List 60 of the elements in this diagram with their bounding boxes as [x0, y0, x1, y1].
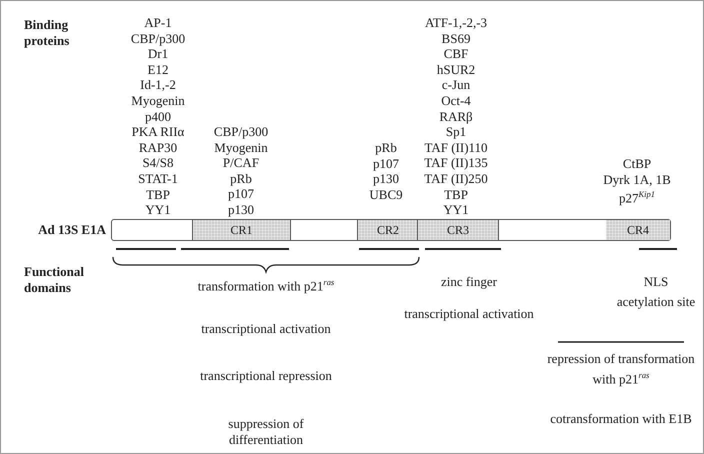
protein-name: c-Jun [442, 77, 470, 93]
protein-name: RARβ [439, 108, 473, 124]
domain-function: suppression of differentiation [227, 416, 305, 448]
protein-name: TAF (II)250 [424, 170, 488, 187]
protein-name: p107 [228, 186, 254, 202]
protein-name: CBP/p300 [130, 30, 186, 46]
region-name: CR2 [376, 222, 399, 238]
protein-name: Dyrk 1A, 1B [603, 172, 671, 188]
conserved-region [417, 220, 499, 240]
protein-name: p107 [373, 156, 399, 172]
domain-function: transcriptional activation [200, 321, 332, 337]
conserved-region [357, 220, 419, 240]
protein-name: YY1 [145, 202, 171, 218]
protein-name: pRb [375, 140, 397, 156]
region-name: CR3 [446, 222, 469, 238]
protein-name: p27$^{Kip1}$ [619, 188, 655, 206]
protein-name: S4/S8 [142, 155, 174, 171]
protein-name: Oct-4 [441, 92, 471, 109]
protein-label: Ad 13S E1A [38, 222, 106, 238]
protein-name: Sp1 [446, 124, 466, 140]
protein-name: Myogenin [131, 92, 185, 109]
protein-name: hSUR2 [436, 62, 476, 78]
protein-name: YY1 [443, 202, 469, 218]
protein-name: Id-1,-2 [140, 77, 176, 93]
protein-name: pRb [230, 170, 252, 186]
region-name: CR4 [626, 222, 649, 238]
protein-name: CtBP [622, 156, 652, 172]
protein-name: CBF [444, 46, 468, 62]
protein-name: CBP/p300 [214, 124, 268, 140]
protein-name: E12 [148, 62, 168, 78]
domain-function: transcriptional repression [199, 368, 333, 384]
protein-name: Dr1 [148, 46, 168, 62]
protein-name: BS69 [442, 30, 470, 46]
domain-function: repression of transformation with p21$^{ras}$ [546, 351, 696, 388]
region-name: CR1 [230, 222, 252, 238]
conserved-region [192, 220, 291, 240]
protein-name: TBP [444, 186, 468, 202]
protein-name: TAF (II)135 [424, 155, 488, 171]
protein-name: p130 [373, 171, 399, 187]
protein-name: P/CAF [222, 155, 260, 171]
domain-function: acetylation site [616, 294, 696, 310]
domain-function: NLS [642, 274, 670, 290]
domain-function: cotransformation with E1B [549, 411, 693, 427]
protein-name: RAP30 [138, 140, 178, 156]
protein-name: Myogenin [214, 140, 268, 156]
domain-function: transcriptional activation [403, 306, 535, 322]
protein-name: STAT-1 [138, 170, 178, 187]
conserved-region [606, 220, 670, 240]
protein-name: TBP [146, 186, 170, 202]
protein-name: p400 [145, 108, 171, 124]
protein-name: UBC9 [369, 186, 403, 202]
protein-name: p130 [228, 202, 254, 218]
row-heading: Binding proteins [24, 17, 70, 49]
domain-function: zinc finger [440, 274, 498, 290]
protein-name: PKA RIIα [132, 124, 184, 140]
domain-function: transformation with p21$^{ras}$ [196, 276, 336, 294]
row-heading: Functional domains [24, 264, 85, 296]
protein-name: ATF-1,-2,-3 [424, 15, 488, 31]
protein-name: AP-1 [144, 15, 172, 31]
protein-name: TAF (II)110 [424, 140, 488, 156]
